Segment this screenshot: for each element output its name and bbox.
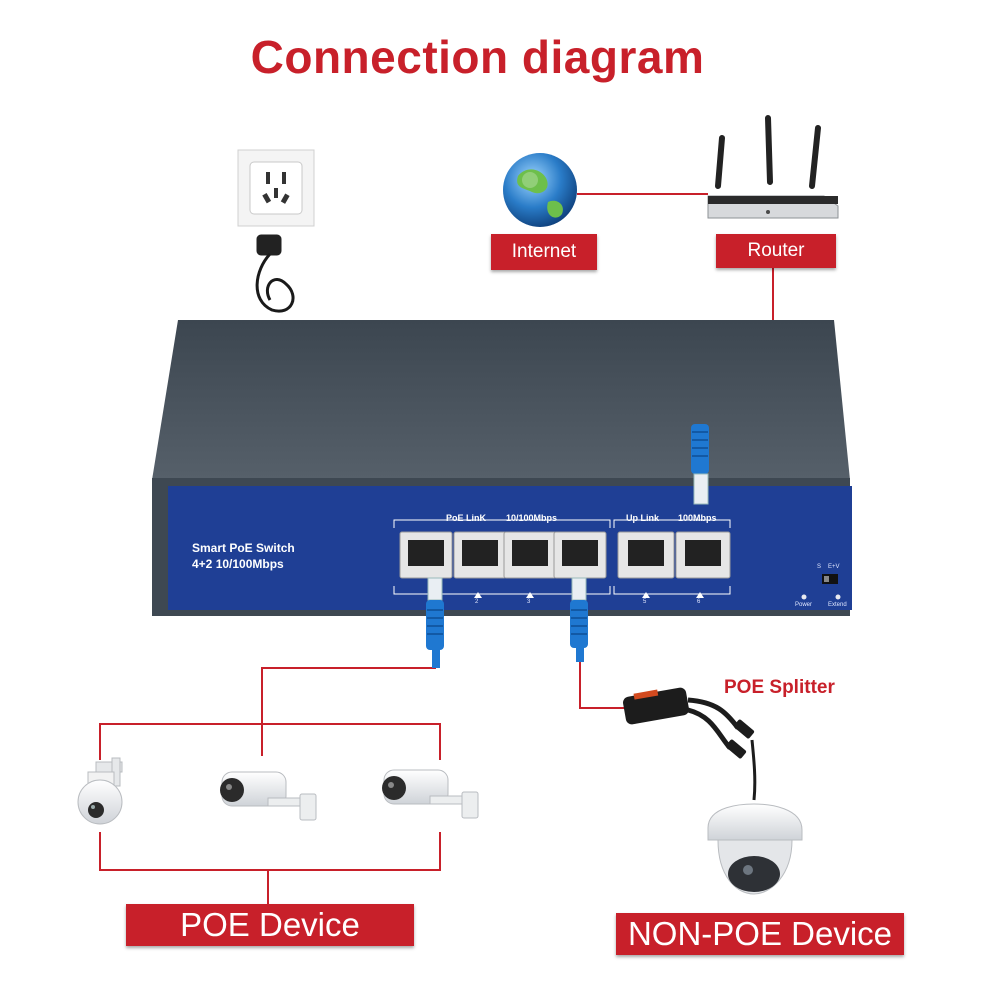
poe-switch [152, 320, 852, 616]
wall-socket-icon [237, 149, 315, 227]
router-icon [707, 115, 839, 219]
port-group-speed-label: 10/100Mbps [506, 513, 558, 523]
poe-splitter-label: POE Splitter [724, 677, 835, 698]
port-group-uplink-speed-label: 100Mbps [678, 513, 717, 523]
internet-label: Internet [491, 234, 597, 270]
poe-splitter-icon [623, 687, 757, 801]
bullet-camera-icon [220, 771, 317, 821]
ethernet-cable-splitter [570, 577, 588, 662]
port-number-label: 3 [527, 599, 531, 605]
dip-switch-ev-label: E+V [828, 564, 840, 570]
ethernet-cable-poe-device [426, 577, 444, 668]
port-number-label: 6 [697, 599, 701, 605]
port-group-poe-label: PoE LinK [446, 513, 486, 523]
page-title: Connection diagram [250, 31, 705, 83]
port-number-label: 5 [643, 599, 647, 605]
speed-dome-camera-icon [77, 757, 123, 825]
port-number-label: 2 [475, 599, 479, 605]
globe-icon [503, 153, 577, 227]
power-led-label: Power [795, 602, 813, 608]
non-poe-device-label: NON-POE Device [616, 913, 904, 955]
switch-model-name: Smart PoE Switch [192, 541, 295, 555]
dome-camera-icon [707, 803, 803, 895]
extend-led-label: Extend [828, 602, 847, 608]
switch-model-spec: 4+2 10/100Mbps [192, 557, 284, 571]
ethernet-cable-uplink [691, 424, 709, 505]
dip-switch-s-label: S [817, 564, 822, 570]
port-group-uplink-label: Up Link [626, 513, 659, 523]
bullet-camera-icon [382, 769, 479, 819]
power-cable-icon [255, 234, 295, 313]
poe-device-label: POE Device [126, 904, 414, 946]
router-label: Router [716, 234, 836, 268]
